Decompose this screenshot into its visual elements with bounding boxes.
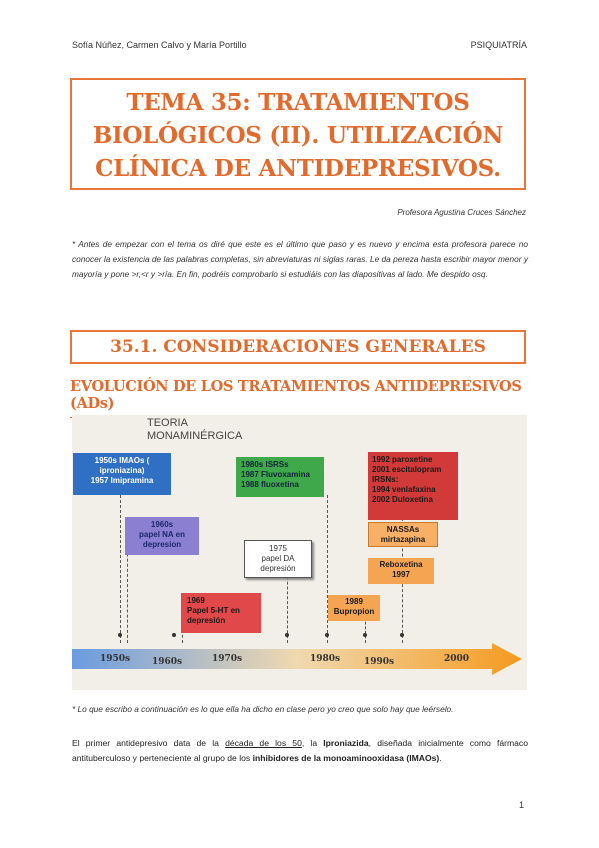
- da-line-2: papel DA: [261, 554, 295, 563]
- imao-line-1: 1950s IMAOs (: [94, 456, 150, 465]
- timeline-label-2000: 2000: [444, 654, 470, 664]
- timeline-label-1990s: 1990s: [364, 657, 395, 667]
- na-box: 1960s papel NA en depresion: [125, 517, 199, 555]
- bup-line-1: 1989: [345, 597, 363, 606]
- paragraph-text-4: .: [439, 753, 442, 763]
- page-number: 1: [519, 800, 525, 810]
- title-box: TEMA 35: TRATAMIENTOS BIOLÓGICOS (II). U…: [70, 78, 526, 190]
- rec-line-4: 1994 venlafaxina: [372, 485, 436, 494]
- section-title: 35.1. CONSIDERACIONES GENERALES: [110, 337, 486, 357]
- imao-line-3: 1957 Imipramina: [90, 476, 154, 485]
- recent-ads-box: 1992 paroxetine 2001 escitalopram IRSNs:…: [368, 452, 458, 520]
- nassa-line-2: mirtazapina: [380, 535, 426, 544]
- paragraph-underlined-decade: década de los 50: [225, 738, 302, 748]
- na-line-1: 1960s: [150, 520, 174, 529]
- connector-1950s: [120, 495, 121, 643]
- rec-line-3: IRSNs:: [372, 475, 399, 484]
- na-line-2: papel NA en: [139, 530, 185, 539]
- title-line-1: TEMA 35: TRATAMIENTOS: [126, 89, 470, 116]
- footnote: * Lo que escribo a continuación es lo qu…: [72, 704, 454, 714]
- imao-line-2: iproniazina): [99, 466, 145, 475]
- da-line-1: 1975: [269, 544, 287, 553]
- timeline-label-1960s: 1960s: [152, 657, 183, 667]
- paragraph-text-1: El primer antidepresivo data de la: [72, 738, 226, 748]
- tick-3: [285, 633, 289, 637]
- tick-2: [172, 633, 176, 637]
- bup-line-2: Bupropion: [333, 607, 375, 616]
- body-paragraph: El primer antidepresivo data de la décad…: [72, 736, 528, 766]
- timeline-label-1970s: 1970s: [212, 654, 243, 664]
- ht-box: 1969 Papel 5-HT en depresión: [181, 593, 261, 633]
- title-line-3: CLÍNICA DE ANTIDEPRESIVOS.: [95, 155, 501, 182]
- paragraph-text-2: , la: [301, 738, 324, 748]
- paragraph-text-3: , diseñada inicialmente como fármaco ant…: [72, 738, 528, 763]
- figure-heading: TEORIA MONAMINÉRGICA: [147, 417, 242, 443]
- da-line-3: depresión: [260, 564, 296, 573]
- rec-line-1: 1992 paroxetine: [372, 455, 433, 464]
- rebox-line-1: Reboxetina: [379, 560, 423, 569]
- professor-name: Profesora Agustina Cruces Sánchez: [397, 208, 526, 217]
- timeline-figure: TEORIA MONAMINÉRGICA 1950s IMAOs ( ipron…: [72, 415, 527, 690]
- tick-6: [400, 633, 404, 637]
- header-authors: Sofía Núñez, Carmen Calvo y María Portil…: [72, 40, 247, 50]
- tick-4: [325, 633, 329, 637]
- figure-heading-line-2: MONAMINÉRGICA: [147, 430, 243, 442]
- connector-1960s: [127, 518, 128, 643]
- timeline-label-1950s: 1950s: [100, 654, 131, 664]
- imao-box: 1950s IMAOs ( iproniazina) 1957 Imiprami…: [73, 453, 171, 495]
- paragraph-bold-iproniazida: Iproniazida: [323, 738, 369, 748]
- timeline-label-1980s: 1980s: [310, 654, 341, 664]
- header-subject: PSIQUIATRÍA: [470, 40, 527, 50]
- isrs-box: 1980s ISRSs 1987 Fluvoxamina 1988 fluoxe…: [236, 457, 324, 497]
- connector-1975: [287, 567, 288, 643]
- ht-line-3: depresión: [187, 616, 226, 625]
- nassa-line-1: NASSAs: [386, 525, 420, 534]
- timeline-arrow-shape: [72, 643, 522, 675]
- rebox-line-2: 1997: [392, 570, 410, 579]
- isrs-line-2: 1987 Fluvoxamina: [241, 470, 310, 479]
- timeline-arrow: 1950s 1960s 1970s 1980s 1990s 2000: [72, 643, 527, 675]
- rec-line-2: 2001 escitalopram: [372, 465, 442, 474]
- page-title: TEMA 35: TRATAMIENTOS BIOLÓGICOS (II). U…: [72, 86, 524, 185]
- section-box: 35.1. CONSIDERACIONES GENERALES: [70, 330, 526, 364]
- connector-1980s: [327, 495, 328, 643]
- paragraph-bold-imaos: inhibidores de la monoaminooxidasa (IMAO…: [252, 753, 440, 763]
- connector-1989: [365, 617, 366, 643]
- nassa-box: NASSAs mirtazapina: [368, 522, 438, 547]
- tick-5: [363, 633, 367, 637]
- reboxetina-box: Reboxetina 1997: [368, 558, 434, 584]
- subheading: EVOLUCIÓN DE LOS TRATAMIENTOS ANTIDEPRES…: [70, 378, 526, 418]
- intro-note: * Antes de empezar con el tema os diré q…: [72, 239, 528, 280]
- isrs-line-1: 1980s ISRSs: [241, 460, 289, 469]
- isrs-line-3: 1988 fluoxetina: [241, 480, 299, 489]
- na-line-3: depresion: [142, 540, 182, 549]
- figure-heading-line-1: TEORIA: [147, 417, 188, 429]
- ht-line-1: 1969: [187, 596, 205, 605]
- da-box: 1975 papel DA depresión: [244, 540, 312, 578]
- ht-line-2: Papel 5-HT en: [187, 606, 240, 615]
- rec-line-5: 2002 Duloxetina: [372, 495, 433, 504]
- bupropion-box: 1989 Bupropion: [328, 595, 380, 621]
- title-line-2: BIOLÓGICOS (II). UTILIZACIÓN: [92, 122, 504, 149]
- tick-1: [118, 633, 122, 637]
